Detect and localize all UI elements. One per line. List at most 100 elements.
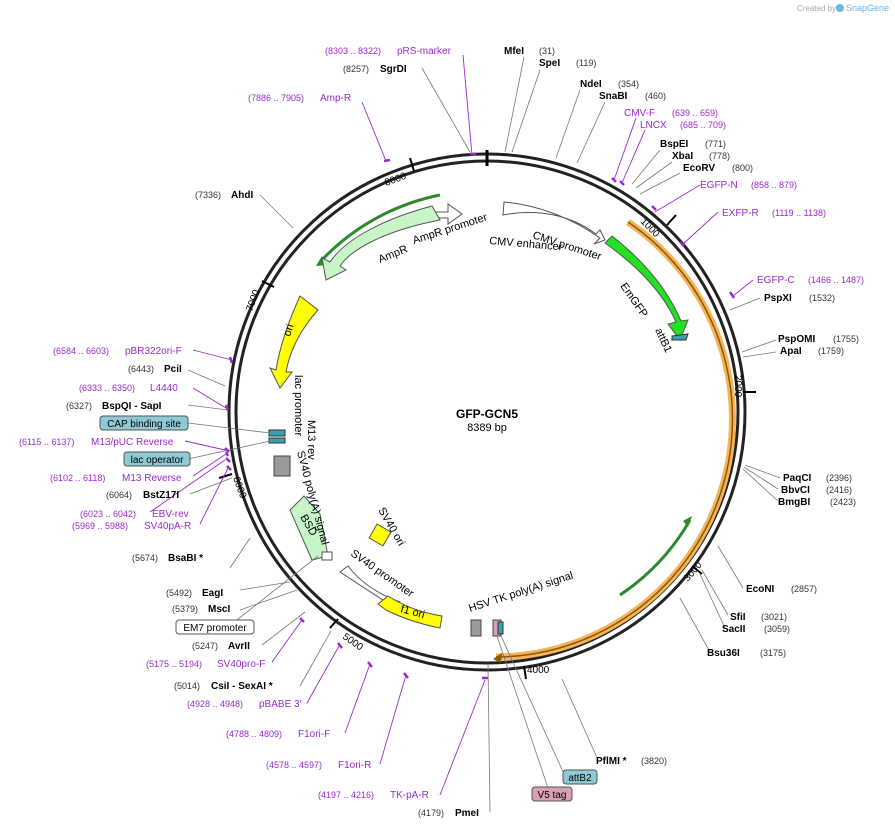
cap-site-marker [268, 429, 286, 437]
hsv-tk-marker [470, 619, 482, 637]
primer-exfp-r: EXFP-R [722, 208, 759, 219]
enzyme-bmgbi: BmgBI [778, 497, 810, 508]
enzyme-mfei-pos: (31) [539, 46, 555, 56]
enzyme-pcii: PciI [164, 364, 182, 375]
enzyme-eagi: EagI [202, 588, 223, 599]
primer-amp-r-pos: (7886 .. 7905) [248, 93, 304, 103]
ori-arrow [269, 295, 319, 389]
feature-ori: ori [281, 323, 296, 338]
plasmid-name: GFP-GCN5 [456, 407, 518, 421]
primer-pbabe3: pBABE 3' [259, 699, 302, 710]
primer-tk-pa-r: TK-pA-R [390, 790, 429, 801]
enzyme-ahdi: AhdI [231, 190, 253, 201]
enzyme-bsu36i-pos: (3175) [760, 648, 786, 658]
f1-ori-arrow [377, 595, 443, 629]
enzyme-bbvci-pos: (2416) [826, 485, 852, 495]
orange-cds-line [495, 221, 734, 658]
enzyme-bsu36i: Bsu36I [707, 648, 740, 659]
primer-marks [224, 152, 736, 680]
primer-f1ori-f-pos: (4788 .. 4809) [226, 729, 282, 739]
enzyme-bstz17i: BstZ17I [143, 490, 179, 501]
v5-tag-box [531, 786, 573, 802]
cmv-enhancer-arrow [502, 201, 606, 245]
enzyme-snabi-pos: (460) [645, 91, 666, 101]
enzyme-csii-sexai: CsiI - SexAI * [211, 681, 273, 692]
primer-pbr322ori-f-pos: (6584 .. 6603) [53, 346, 109, 356]
plasmid-size: 8389 bp [467, 422, 507, 434]
enzyme-avrii: AvrII [228, 641, 250, 652]
primer-prs-marker: pRS-marker [397, 46, 452, 57]
primer-pbr322ori-f: pBR322ori-F [125, 346, 182, 357]
enzyme-bbvci: BbvCI [781, 485, 810, 496]
ampr-arrow [321, 205, 441, 281]
enzyme-econi: EcoNI [746, 584, 775, 595]
enzyme-bspei-pos: (771) [705, 139, 726, 149]
enzyme-pspxi: PspXI [764, 293, 792, 304]
primer-ebv-rev: EBV-rev [152, 509, 189, 520]
enzyme-pmei: PmeI [455, 808, 479, 819]
sv40-ori-marker [368, 523, 392, 547]
em7-label: EM7 promoter [183, 623, 247, 634]
enzyme-spei: SpeI [539, 58, 560, 69]
tick-4000: 4000 [527, 665, 550, 676]
snapgene-logo-icon [836, 4, 844, 12]
enzyme-ndei-pos: (354) [618, 79, 639, 89]
green-arc-right-head [683, 516, 692, 527]
enzyme-msci: MscI [208, 604, 230, 615]
feature-hsv-tk: HSV TK poly(A) signal [467, 570, 575, 615]
primer-m13-rev: M13 Reverse [122, 473, 182, 484]
tick-7000: 7000 [244, 288, 262, 313]
enzyme-apai: ApaI [780, 346, 802, 357]
enzyme-sgrdi-pos: (8257) [343, 64, 369, 74]
enzyme-msci-pos: (5379) [172, 604, 198, 614]
enzyme-spei-pos: (119) [576, 58, 596, 68]
primer-m13-puc-rev-pos: (6115 .. 6137) [19, 437, 74, 447]
primer-amp-r: Amp-R [320, 93, 351, 104]
em7-box [175, 619, 255, 635]
primer-pbabe3-pos: (4928 .. 4948) [187, 699, 243, 709]
attb2-marker [497, 621, 504, 635]
attb1-marker [671, 333, 689, 341]
enzyme-xbai-pos: (778) [709, 151, 730, 161]
primer-l4440: L4440 [150, 383, 178, 394]
enzyme-csii-pos: (5014) [174, 681, 200, 691]
enzyme-sfii: SfiI [730, 612, 746, 623]
enzyme-pmei-pos: (4179) [418, 808, 444, 818]
primer-ebv-rev-pos: (6023 .. 6042) [80, 509, 136, 519]
enzyme-sacii-pos: (3059) [764, 624, 790, 634]
enzyme-xbai: XbaI [672, 151, 693, 162]
primer-f1ori-r: F1ori-R [338, 760, 371, 771]
primer-tk-pa-r-pos: (4197 .. 4216) [318, 790, 374, 800]
cap-site-box [99, 415, 189, 431]
primer-egfp-c: EGFP-C [757, 275, 795, 286]
em7-marker [321, 551, 333, 561]
enzyme-pcii-pos: (6443) [128, 364, 154, 374]
emgfp-arrow [604, 235, 689, 342]
enzyme-pflmi: PflMI * [596, 756, 627, 767]
boxed-labels: CAP binding site lac operator EM7 promot… [99, 415, 598, 802]
lac-operator-marker [268, 437, 286, 444]
bsd-arrow [289, 495, 329, 561]
enzyme-sfii-pos: (3021) [761, 612, 787, 622]
cap-site-label: CAP binding site [107, 419, 181, 430]
enzyme-paqci-pos: (2396) [826, 473, 852, 483]
primer-egfp-n-pos: (858 .. 879) [751, 180, 797, 190]
green-arc-right [619, 519, 692, 597]
feature-m13-rev: M13 rev [305, 420, 317, 460]
enzyme-ecorv-pos: (800) [732, 163, 753, 173]
enzyme-econi-pos: (2857) [791, 584, 817, 594]
primer-cmv-f: CMV-F [624, 108, 655, 119]
enzyme-labels: MfeI (31) SpeI (119) NdeI (354) SnaBI (4… [66, 46, 859, 819]
enzyme-eagi-pos: (5492) [166, 588, 192, 598]
primer-prs-marker-pos: (8303 .. 8322) [325, 46, 381, 56]
tick-2000: 2000 [732, 375, 743, 398]
enzyme-bmgbi-pos: (2423) [830, 497, 856, 507]
enzyme-snabi: SnaBI [599, 91, 628, 102]
feature-ampr: AmpR [377, 243, 410, 266]
attb2-box [562, 769, 598, 785]
primer-lncx-pos: (685 .. 709) [680, 120, 726, 130]
lac-operator-label: lac operator [131, 455, 184, 466]
primer-l4440-pos: (6333 .. 6350) [79, 383, 135, 393]
